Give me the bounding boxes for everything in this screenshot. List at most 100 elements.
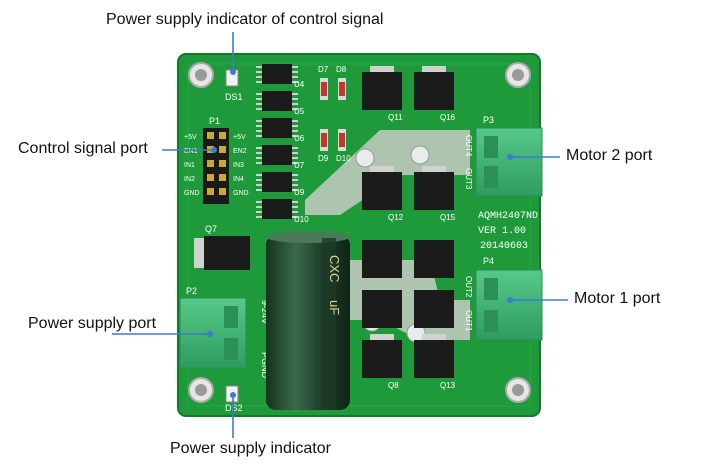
ic-pin bbox=[256, 125, 262, 127]
ic-label: U5 bbox=[294, 107, 305, 116]
ic-label: U9 bbox=[294, 188, 305, 197]
mosfet bbox=[414, 340, 454, 378]
ic-pin bbox=[256, 135, 262, 137]
ic-chip bbox=[262, 199, 292, 219]
pin-label-right: +5V bbox=[233, 134, 246, 141]
out4-label: OUT4 bbox=[464, 135, 473, 157]
pin-label-left: IN1 bbox=[184, 162, 195, 169]
ic-label: U4 bbox=[294, 80, 305, 89]
mosfet-tab bbox=[370, 334, 394, 342]
pointer-dot bbox=[230, 392, 236, 398]
mosfet bbox=[362, 172, 402, 210]
terminal-p2: P2 bbox=[179, 286, 247, 369]
header-pin bbox=[207, 132, 214, 139]
ic-chip bbox=[262, 91, 292, 111]
header-pin bbox=[207, 160, 214, 167]
diode-label: D9 bbox=[318, 154, 329, 163]
diode-band bbox=[339, 133, 345, 147]
pin-label-right: EN2 bbox=[233, 148, 247, 155]
ic-pin bbox=[292, 201, 298, 203]
ic-pin bbox=[292, 76, 298, 78]
mosfet-tab bbox=[370, 66, 394, 74]
mounting-hole bbox=[505, 62, 531, 88]
ic-pin bbox=[256, 152, 262, 154]
ic-pin bbox=[256, 179, 262, 181]
diode-label: D10 bbox=[336, 154, 351, 163]
ic-pin bbox=[292, 211, 298, 213]
diode-label: D7 bbox=[318, 65, 329, 74]
header-pin bbox=[219, 160, 226, 167]
header-pin bbox=[207, 174, 214, 181]
cap-brand-label: CXC bbox=[327, 255, 342, 282]
ic-pin bbox=[292, 71, 298, 73]
ic-label: U7 bbox=[294, 161, 305, 170]
callout-power-port: Power supply port bbox=[28, 315, 157, 332]
mosfet-tab bbox=[422, 166, 446, 174]
pointer-dot bbox=[207, 331, 213, 337]
header-pin bbox=[207, 188, 214, 195]
mosfet bbox=[414, 72, 454, 110]
mosfet-label: Q13 bbox=[440, 381, 456, 390]
mosfet-label: Q11 bbox=[388, 113, 403, 122]
ic-pin bbox=[256, 98, 262, 100]
mosfet-tab bbox=[422, 334, 446, 342]
pointer-dot bbox=[507, 297, 513, 303]
pin-label-right: IN3 bbox=[233, 162, 244, 169]
version-label: VER 1.00 bbox=[478, 226, 526, 237]
pointer-dot bbox=[230, 69, 236, 75]
pointer-dot bbox=[211, 147, 217, 153]
callout-top-indicator: Power supply indicator of control signal bbox=[106, 11, 384, 28]
mosfet bbox=[414, 290, 454, 328]
ic-pin bbox=[256, 184, 262, 186]
header-pin bbox=[219, 146, 226, 153]
ic-chip bbox=[262, 172, 292, 192]
ic-pin bbox=[292, 130, 298, 132]
terminal-p4: P4 bbox=[475, 256, 543, 341]
ic-pin bbox=[292, 103, 298, 105]
mounting-hole bbox=[188, 377, 214, 403]
ic-pin bbox=[256, 147, 262, 149]
ic-label: U6 bbox=[294, 134, 305, 143]
ic-pin bbox=[256, 93, 262, 95]
ic-pin bbox=[292, 120, 298, 122]
ic-pin bbox=[256, 189, 262, 191]
ic-pin bbox=[256, 201, 262, 203]
mosfet bbox=[362, 72, 402, 110]
ic-pin bbox=[292, 98, 298, 100]
ic-pin bbox=[292, 81, 298, 83]
ic-pin bbox=[256, 211, 262, 213]
ic-pin bbox=[292, 152, 298, 154]
diode-band bbox=[321, 133, 327, 147]
pgnd-label: PGND bbox=[260, 352, 270, 379]
diode-label: D8 bbox=[336, 65, 347, 74]
ic-pin bbox=[292, 184, 298, 186]
ic-pin bbox=[292, 125, 298, 127]
pin-label-left: +5V bbox=[184, 134, 197, 141]
p3-label: P3 bbox=[483, 115, 494, 125]
ic-pin bbox=[256, 76, 262, 78]
ic-pin bbox=[292, 66, 298, 68]
ds1-label: DS1 bbox=[225, 92, 243, 102]
mosfet bbox=[362, 290, 402, 328]
ic-pin bbox=[292, 108, 298, 110]
mounting-hole bbox=[505, 377, 531, 403]
callout-motor2-port: Motor 2 port bbox=[566, 147, 653, 164]
mosfet bbox=[414, 240, 454, 278]
terminal-p3: P3 bbox=[475, 115, 543, 197]
ic-pin bbox=[292, 93, 298, 95]
cap-rating-label: uF bbox=[327, 300, 342, 315]
ic-pin bbox=[256, 66, 262, 68]
header-pin bbox=[219, 174, 226, 181]
mosfet-label: Q15 bbox=[440, 213, 456, 222]
q7-label: Q7 bbox=[205, 224, 217, 234]
out2-label: OUT2 bbox=[464, 276, 473, 298]
header-pin bbox=[219, 188, 226, 195]
ic-chip bbox=[262, 118, 292, 138]
pin-label-left: IN2 bbox=[184, 176, 195, 183]
ic-chip bbox=[262, 145, 292, 165]
mosfet-tab bbox=[422, 66, 446, 74]
ic-pin bbox=[256, 130, 262, 132]
header-pin bbox=[219, 132, 226, 139]
voltage-label: 9-24V bbox=[260, 300, 270, 324]
